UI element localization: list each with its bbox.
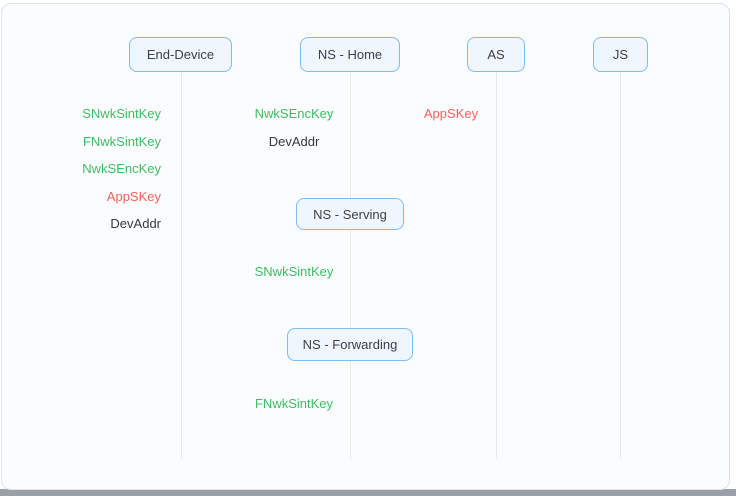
- key-end-device-fnwksintkey: FNwkSintKey: [82, 134, 161, 149]
- diagram-canvas: End-Device NS - Home AS JS NS - Serving …: [1, 3, 730, 490]
- window-bottom-shadow: [0, 489, 736, 496]
- entity-end-device: End-Device: [129, 37, 232, 72]
- key-end-device-appskey: AppSKey: [106, 189, 161, 204]
- key-ns-forwarding-fnwksintkey: FNwkSintKey: [254, 396, 334, 411]
- key-end-device-devaddr: DevAddr: [110, 216, 161, 231]
- key-ns-serving-snwksintkey: SNwkSintKey: [254, 264, 334, 279]
- entity-ns-forwarding: NS - Forwarding: [287, 328, 413, 361]
- entity-ns-forwarding-label: NS - Forwarding: [302, 337, 398, 352]
- key-ns-home-devaddr: DevAddr: [268, 134, 320, 149]
- key-as-appskey: AppSKey: [423, 106, 479, 121]
- entity-js-label: JS: [612, 47, 629, 62]
- key-end-device-snwksintkey: SNwkSintKey: [82, 106, 161, 121]
- entity-ns-serving-label: NS - Serving: [313, 206, 387, 222]
- lifeline-js: [620, 72, 621, 459]
- key-ns-home-nwksenckey: NwkSEncKey: [254, 106, 334, 121]
- lifeline-end-device: [181, 72, 182, 459]
- entity-ns-home: NS - Home: [300, 37, 400, 72]
- entity-js: JS: [593, 37, 648, 72]
- lifeline-ns: [350, 72, 351, 459]
- key-end-device-nwksenckey: NwkSEncKey: [82, 161, 161, 176]
- entity-ns-serving: NS - Serving: [296, 198, 404, 230]
- entity-as: AS: [467, 37, 525, 72]
- lifeline-as: [496, 72, 497, 459]
- entity-end-device-label: End-Device: [146, 47, 215, 62]
- entity-as-label: AS: [487, 47, 505, 62]
- entity-ns-home-label: NS - Home: [317, 47, 383, 62]
